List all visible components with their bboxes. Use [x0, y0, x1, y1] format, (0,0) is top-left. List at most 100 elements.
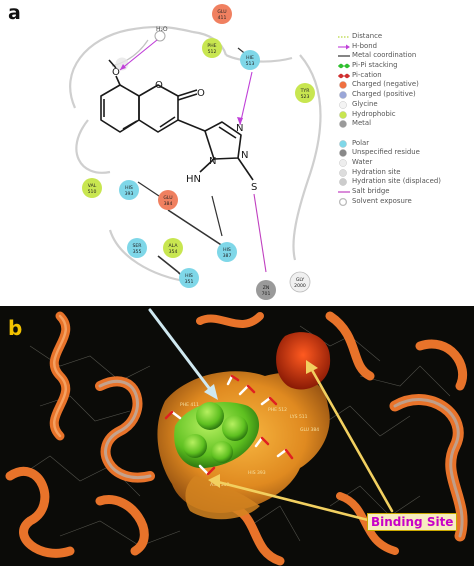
atom-nitrogen-3: N	[209, 156, 216, 167]
residue-name: SER	[132, 243, 142, 249]
water-molecule	[154, 30, 166, 42]
legend-label: Polar	[352, 138, 370, 147]
residue-number: 351	[185, 279, 194, 285]
legend-symbol	[337, 80, 351, 90]
interaction-diagram-panel: a	[8, 2, 473, 300]
binding-site-render-svg: PHE 512 GLU 384 LYS 511 HIS 393 ASN 350 …	[5, 308, 468, 566]
residue-circle	[179, 268, 199, 288]
legend-symbol	[337, 61, 351, 71]
legend-item: H-bond	[337, 42, 473, 52]
legend-label: Glycine	[352, 99, 378, 108]
legend-item: Hydration site	[337, 168, 473, 178]
charged-patch	[276, 332, 331, 390]
hbond-water-arrowhead	[120, 64, 126, 70]
residue-name: HIS	[185, 273, 193, 279]
residue-name: PHE	[207, 43, 216, 49]
binding-arrow-2	[216, 480, 370, 522]
atom-nitrogen-1: N	[236, 123, 243, 134]
residue-number: 512	[208, 49, 217, 55]
legend-item: Glycine	[337, 100, 473, 110]
legend-symbol	[337, 139, 351, 149]
residue-name: ZN	[263, 285, 270, 291]
legend-item: Charged (positive)	[337, 90, 473, 100]
wireframe-network	[19, 325, 451, 547]
ligand-sphere-3	[183, 434, 207, 458]
legend-item: Metal	[337, 119, 473, 129]
legend-item: Solvent exposure	[337, 197, 473, 207]
hbond-hie513-arrowhead	[237, 117, 243, 125]
legend-label: Pi-cation	[352, 70, 382, 79]
atom-oxygen-carbonyl: O	[197, 88, 205, 99]
binding-arrowhead-2	[208, 474, 220, 488]
ligand-sphere-2	[222, 415, 248, 441]
residue-circle	[127, 238, 147, 258]
pocket-lobe-lower	[185, 476, 260, 520]
legend-symbol	[337, 51, 351, 61]
legend-label: Distance	[352, 32, 383, 40]
legend-item: Hydrophobic	[337, 110, 473, 120]
ligand-arrowhead	[204, 384, 218, 400]
legend-label: Metal coordination	[352, 51, 417, 60]
legend-symbol	[337, 110, 351, 120]
residue-number: 510	[88, 189, 97, 195]
residue-number: 393	[125, 191, 134, 197]
legend-symbol	[337, 177, 351, 187]
protein-ribbons	[5, 311, 468, 566]
legend-item: Polar	[337, 139, 473, 149]
hbond-hie513	[239, 71, 253, 126]
water-sticks	[164, 374, 294, 476]
residue-number: 387	[223, 253, 232, 259]
residue-backbone-1	[157, 255, 179, 273]
residue-tag-1: PHE 512	[268, 407, 287, 413]
legend-label: Hydration site	[352, 167, 401, 176]
salt-bridge-zn	[253, 193, 267, 273]
legend-symbol	[337, 71, 351, 81]
atom-oxygen-methoxy: O	[112, 67, 120, 78]
water-label: H₂O	[156, 26, 168, 33]
residue-circle	[212, 4, 232, 24]
panel-letter-b: b	[8, 316, 23, 340]
binding-site-render-panel: PHE 512 GLU 384 LYS 511 HIS 393 ASN 350 …	[0, 306, 474, 566]
residue-link	[137, 181, 163, 199]
legend-label: Unspecified residue	[352, 148, 420, 157]
hbond-water	[119, 39, 158, 71]
residue-name: VAL	[88, 183, 97, 189]
residue-number: 701	[262, 291, 271, 297]
legend-symbol	[337, 187, 351, 197]
residue-name: TYR	[300, 88, 311, 94]
ligand-sphere-4	[211, 441, 233, 463]
legend-symbol	[337, 32, 351, 42]
residue-tag-3: LYS 511	[290, 414, 308, 420]
residue-number: 411	[218, 15, 227, 21]
residue-circle	[217, 242, 237, 262]
legend-item: Pi-cation	[337, 71, 473, 81]
residue-number: 2000	[294, 283, 306, 289]
legend-item: Metal coordination	[337, 51, 473, 61]
atom-oxygen-ring: O	[155, 80, 163, 91]
legend-label: Pi-Pi stacking	[352, 61, 398, 70]
residue-name: GLU	[163, 195, 172, 201]
legend-label: Salt bridge	[352, 187, 390, 195]
binding-arrowhead-1	[306, 360, 318, 374]
legend-label: Charged (positive)	[352, 90, 416, 99]
legend-item: Unspecified residue	[337, 148, 473, 158]
legend-item: Charged (negative)	[337, 80, 473, 90]
legend-symbol	[337, 197, 351, 207]
residue-circle	[295, 83, 315, 103]
residue-name: GLY	[296, 277, 305, 283]
legend-item: Distance	[337, 32, 473, 42]
residue-circle	[82, 178, 102, 198]
legend-symbol	[337, 158, 351, 168]
